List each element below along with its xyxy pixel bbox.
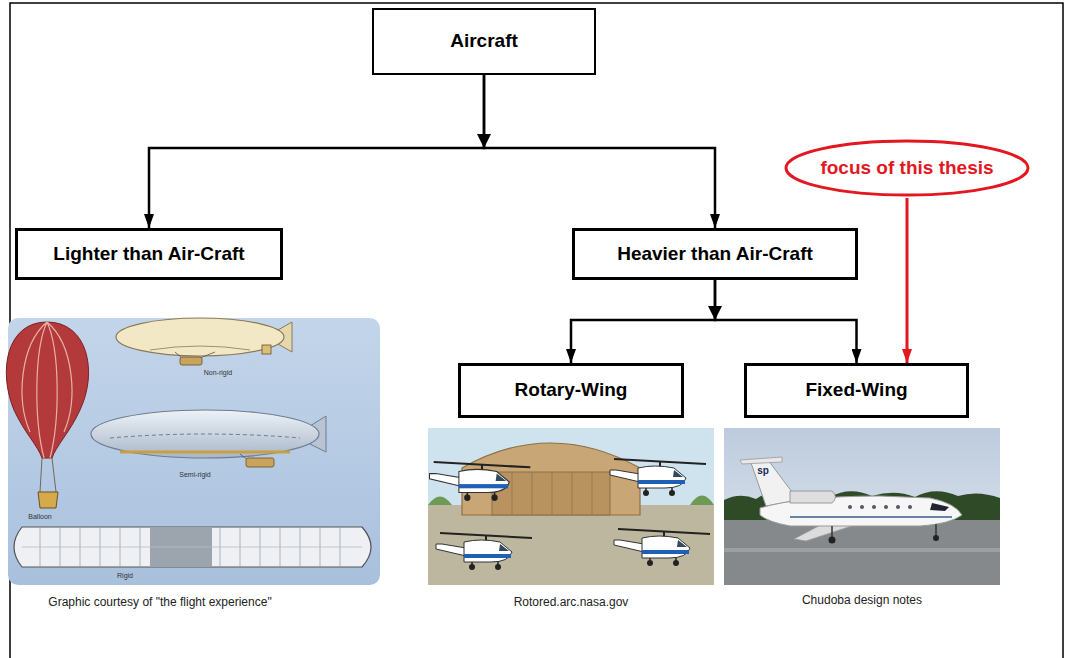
non-rigid-airship bbox=[200, 352, 215, 358]
connector-arrow bbox=[715, 280, 857, 363]
airship-illustration bbox=[6, 318, 380, 585]
non-rigid-airship bbox=[116, 318, 292, 365]
semi-rigid-airship bbox=[120, 451, 290, 454]
balloon-figure bbox=[40, 458, 42, 492]
helicopter-illustration bbox=[492, 472, 610, 515]
jet-illustration bbox=[740, 457, 782, 464]
jet-illustration bbox=[896, 505, 900, 509]
jet-illustration bbox=[848, 505, 912, 509]
category-box: Rotary-Wing bbox=[458, 363, 684, 418]
connector-arrow bbox=[484, 75, 715, 228]
semi-rigid-airship bbox=[91, 410, 319, 458]
category-box: Fixed-Wing bbox=[744, 363, 969, 418]
balloon-figure bbox=[38, 492, 58, 508]
tail-logo: sp bbox=[757, 465, 769, 477]
balloon-figure bbox=[6, 322, 88, 458]
helicopter-illustration bbox=[428, 505, 714, 585]
image-credit: Graphic courtesy of "the flight experien… bbox=[48, 596, 271, 610]
connector-arrow bbox=[571, 280, 715, 363]
jet-illustration bbox=[790, 516, 952, 518]
jet-illustration bbox=[872, 505, 876, 509]
jet-illustration bbox=[831, 526, 833, 537]
category-box: Aircraft bbox=[372, 8, 596, 75]
page-frame bbox=[10, 3, 1063, 658]
helicopter bbox=[430, 462, 531, 501]
node-title: focus of this thesis bbox=[820, 157, 993, 180]
semi-rigid-airship bbox=[91, 410, 326, 467]
category-box: Heavier than Air-Craft bbox=[572, 228, 858, 280]
node-title: Aircraft bbox=[450, 30, 518, 53]
semi-rigid-airship bbox=[246, 458, 274, 467]
rigid-airship bbox=[22, 547, 362, 548]
figure-label: Non-rigid bbox=[204, 369, 232, 377]
jet-illustration bbox=[933, 535, 939, 541]
non-rigid-airship bbox=[116, 318, 284, 356]
non-rigid-airship bbox=[180, 357, 202, 365]
figure-label: Semi-rigid bbox=[179, 471, 211, 479]
node-title: Heavier than Air-Craft bbox=[617, 243, 813, 266]
node-title: Fixed-Wing bbox=[805, 379, 907, 402]
jet-illustration bbox=[860, 505, 864, 509]
jet-illustration bbox=[908, 505, 912, 509]
jet-illustration bbox=[935, 524, 937, 535]
non-rigid-airship bbox=[262, 345, 271, 354]
balloon-figure bbox=[52, 458, 56, 492]
helicopter bbox=[614, 529, 710, 566]
connector-arrow bbox=[906, 198, 909, 363]
rigid-airship bbox=[14, 527, 371, 567]
image-credit: Rotored.arc.nasa.gov bbox=[514, 596, 629, 610]
helicopter bbox=[610, 459, 706, 496]
balloon-figure bbox=[6, 322, 88, 508]
semi-rigid-airship bbox=[110, 434, 300, 438]
jet-illustration bbox=[930, 503, 949, 511]
figure-label: Balloon bbox=[28, 513, 51, 521]
callout-ellipse: focus of this thesis bbox=[783, 138, 1031, 198]
helicopter bbox=[436, 533, 532, 570]
helicopter-illustration bbox=[428, 428, 714, 585]
jet-illustration bbox=[724, 548, 1000, 552]
jet-illustration bbox=[724, 428, 1000, 585]
category-box: Lighter than Air-Craft bbox=[15, 228, 283, 280]
helicopter-illustration bbox=[428, 428, 714, 585]
rigid-airship bbox=[14, 527, 371, 567]
jet-illustration bbox=[829, 537, 836, 544]
node-title: Rotary-Wing bbox=[515, 379, 628, 402]
jet-illustration bbox=[724, 520, 1000, 585]
ellipse-outline bbox=[786, 141, 1028, 195]
connector-arrow bbox=[149, 75, 484, 228]
figure-label: Rigid bbox=[117, 572, 133, 580]
non-rigid-airship bbox=[150, 346, 250, 350]
balloon-figure bbox=[22, 322, 72, 458]
helicopter-illustration bbox=[512, 472, 592, 515]
jet-illustration bbox=[724, 428, 1000, 585]
image-credit: Chudoba design notes bbox=[802, 594, 922, 608]
jet-illustration bbox=[790, 491, 836, 503]
node-title: Lighter than Air-Craft bbox=[53, 243, 244, 266]
jet-illustration bbox=[848, 505, 852, 509]
jet-illustration bbox=[884, 505, 888, 509]
